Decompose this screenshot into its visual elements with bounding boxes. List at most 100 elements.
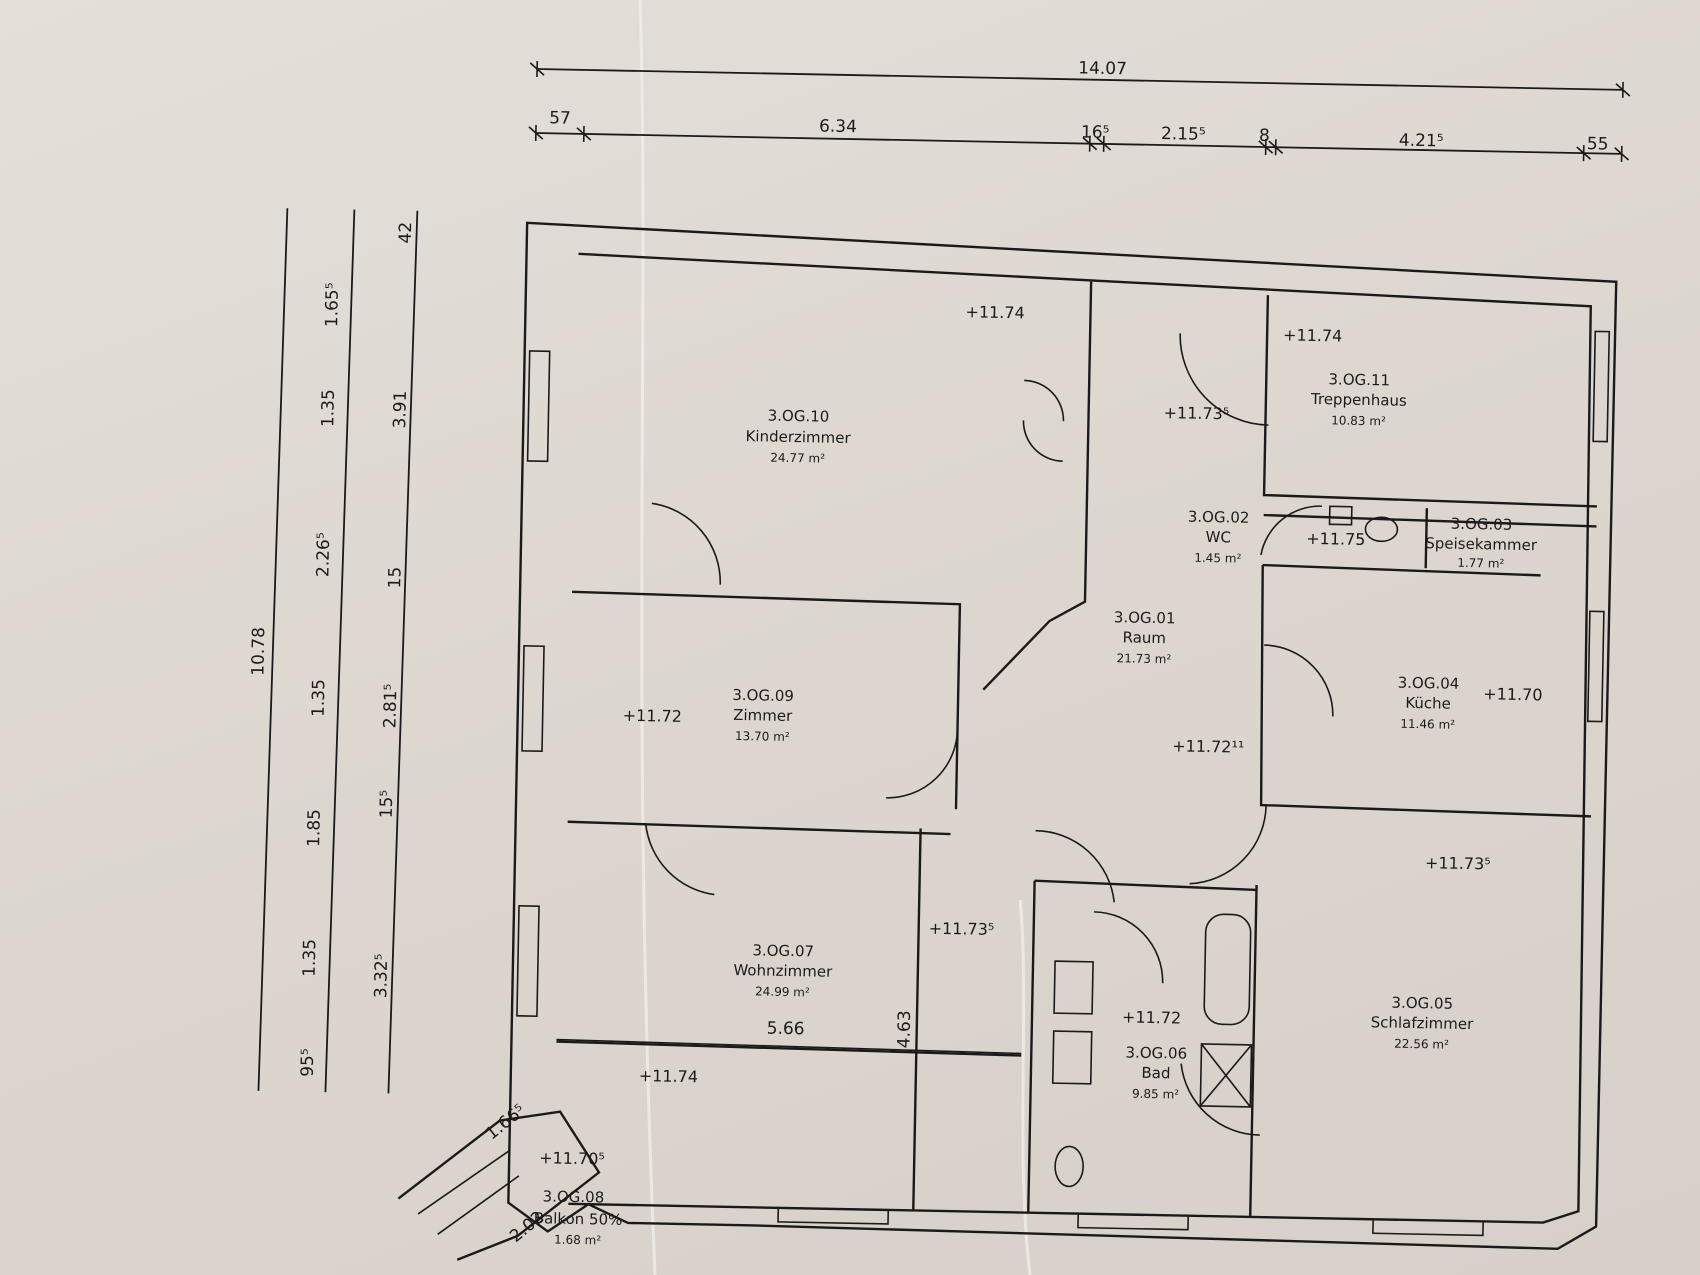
window — [526, 350, 551, 463]
elevation-marker: +11.72¹¹ — [1172, 736, 1244, 756]
dim-95-5: 95⁵ — [298, 1048, 319, 1077]
dim-16-5: 16⁵ — [1081, 122, 1110, 143]
toilet-icon — [1364, 516, 1399, 543]
dim-15: 15 — [385, 567, 405, 589]
room-zimmer: 3.OG.09 Zimmer 13.70 m² +11.72 — [623, 686, 795, 744]
svg-text:3.OG.01: 3.OG.01 — [1114, 608, 1176, 627]
svg-text:3.OG.07: 3.OG.07 — [752, 941, 814, 960]
svg-text:Treppenhaus: Treppenhaus — [1310, 390, 1407, 410]
dim-3-32-5: 3.32⁵ — [371, 953, 392, 998]
door-arc — [1094, 911, 1164, 984]
doors — [644, 333, 1334, 1136]
svg-text:24.77 m²: 24.77 m² — [770, 451, 825, 466]
svg-text:24.99 m²: 24.99 m² — [755, 984, 810, 999]
window — [1372, 1218, 1484, 1237]
door-arc — [1024, 379, 1065, 422]
door-arc — [1264, 644, 1334, 717]
sink-icon — [1051, 1030, 1093, 1085]
svg-text:13.70 m²: 13.70 m² — [735, 729, 790, 744]
dim-2-15-5: 2.15⁵ — [1161, 124, 1206, 145]
overall-width-label: 14.07 — [1078, 58, 1127, 79]
door-arc — [651, 502, 722, 585]
dim-55: 55 — [1587, 134, 1609, 154]
overall-depth-label: 10.78 — [248, 627, 269, 676]
elevation-marker: +11.73⁵ — [929, 919, 995, 939]
door-arc — [886, 729, 959, 799]
toilet-icon — [1054, 1145, 1084, 1188]
svg-text:1.68 m²: 1.68 m² — [554, 1233, 601, 1248]
door-arc — [1022, 420, 1063, 462]
elevation-marker: +11.70 — [1483, 684, 1543, 704]
room-bad: 3.OG.06 Bad 9.85 m² +11.72 — [1122, 1007, 1187, 1101]
dim-4-21-5: 4.21⁵ — [1399, 131, 1444, 152]
room-speisekammer: 3.OG.03 Speisekammer 1.77 m² — [1425, 515, 1538, 571]
bathroom-fixtures — [1051, 505, 1399, 1188]
room-wc: 3.OG.02 WC 1.45 m² +11.75 — [1188, 508, 1366, 566]
svg-text:21.73 m²: 21.73 m² — [1116, 651, 1171, 666]
window — [1586, 610, 1605, 723]
overall-width-line — [537, 68, 1623, 91]
balcony-dim-1: 1.66⁵ — [482, 1101, 529, 1145]
dim-2-81-5: 2.81⁵ — [380, 683, 401, 728]
window — [1077, 1212, 1190, 1231]
dim-3-91: 3.91 — [390, 390, 411, 428]
windows — [516, 330, 1611, 1237]
elevation-marker: +11.74 — [965, 302, 1025, 322]
door-arc — [1035, 829, 1116, 903]
room-raum: 3.OG.01 Raum 21.73 m² +11.72¹¹ — [1114, 608, 1245, 757]
svg-text:Bad: Bad — [1141, 1064, 1170, 1083]
overall-depth-line — [257, 208, 289, 1091]
svg-text:3.OG.08: 3.OG.08 — [542, 1187, 604, 1206]
svg-text:3.OG.11: 3.OG.11 — [1328, 370, 1390, 389]
elevation-marker: +11.74 — [1283, 325, 1343, 345]
room-balkon: 3.OG.08 Balkon 50% 1.68 m² +11.70⁵ — [534, 1148, 623, 1248]
dim-15-5: 15⁵ — [377, 790, 398, 819]
paper-fold — [1018, 899, 1032, 1275]
svg-text:10.83 m²: 10.83 m² — [1331, 413, 1386, 428]
shower-icon — [1199, 1043, 1253, 1108]
svg-text:1.45 m²: 1.45 m² — [1194, 551, 1241, 566]
dim-1-35-b: 1.35 — [309, 679, 330, 717]
paper-fold — [638, 0, 657, 1275]
elevation-marker: +11.72 — [623, 706, 683, 726]
window — [777, 1207, 890, 1225]
dim-57: 57 — [549, 108, 571, 128]
sink-icon — [1053, 960, 1094, 1015]
svg-text:Wohnzimmer: Wohnzimmer — [733, 961, 833, 981]
svg-text:Balkon 50%: Balkon 50% — [534, 1209, 623, 1229]
inner-dimensions: 5.66 4.63 — [556, 828, 1022, 1211]
room-treppenhaus: 3.OG.11 Treppenhaus 10.83 m² +11.74 — [1283, 325, 1407, 428]
door-arc — [644, 823, 715, 896]
room-labels: 3.OG.10 Kinderzimmer 24.77 m² +11.74 3.O… — [534, 302, 1543, 1248]
elevation-marker: +11.70⁵ — [539, 1148, 605, 1168]
svg-text:Raum: Raum — [1122, 628, 1166, 647]
interior-walls — [556, 281, 1597, 1217]
room-kueche: 3.OG.04 Küche 11.46 m² +11.70 — [1398, 674, 1543, 732]
door-arc — [1179, 333, 1269, 426]
svg-text:Speisekammer: Speisekammer — [1425, 534, 1538, 554]
inner-width-label: 5.66 — [767, 1019, 805, 1040]
svg-text:3.OG.06: 3.OG.06 — [1125, 1043, 1187, 1062]
dim-1-35-a: 1.35 — [318, 389, 339, 427]
room-schlafzimmer: 3.OG.05 Schlafzimmer 22.56 m² +11.73⁵ — [1371, 853, 1491, 1051]
dim-8: 8 — [1259, 126, 1270, 146]
sink-icon — [1328, 505, 1353, 526]
dim-42: 42 — [396, 222, 416, 244]
window — [521, 645, 545, 753]
svg-text:Zimmer: Zimmer — [733, 706, 793, 725]
svg-text:11.46 m²: 11.46 m² — [1400, 717, 1455, 732]
door-arc — [1189, 805, 1267, 885]
outer-walls — [507, 221, 1618, 1251]
svg-text:3.OG.02: 3.OG.02 — [1188, 508, 1250, 527]
elevation-marker: +11.73⁵ — [1425, 853, 1491, 873]
window — [516, 905, 540, 1018]
svg-text:3.OG.04: 3.OG.04 — [1398, 674, 1460, 693]
door-arc — [1260, 505, 1322, 556]
rooms-line — [387, 210, 419, 1094]
door-arc — [1180, 1063, 1260, 1136]
svg-text:3.OG.03: 3.OG.03 — [1451, 515, 1513, 534]
svg-text:Küche: Küche — [1405, 694, 1451, 713]
bathtub-icon — [1203, 913, 1252, 1026]
